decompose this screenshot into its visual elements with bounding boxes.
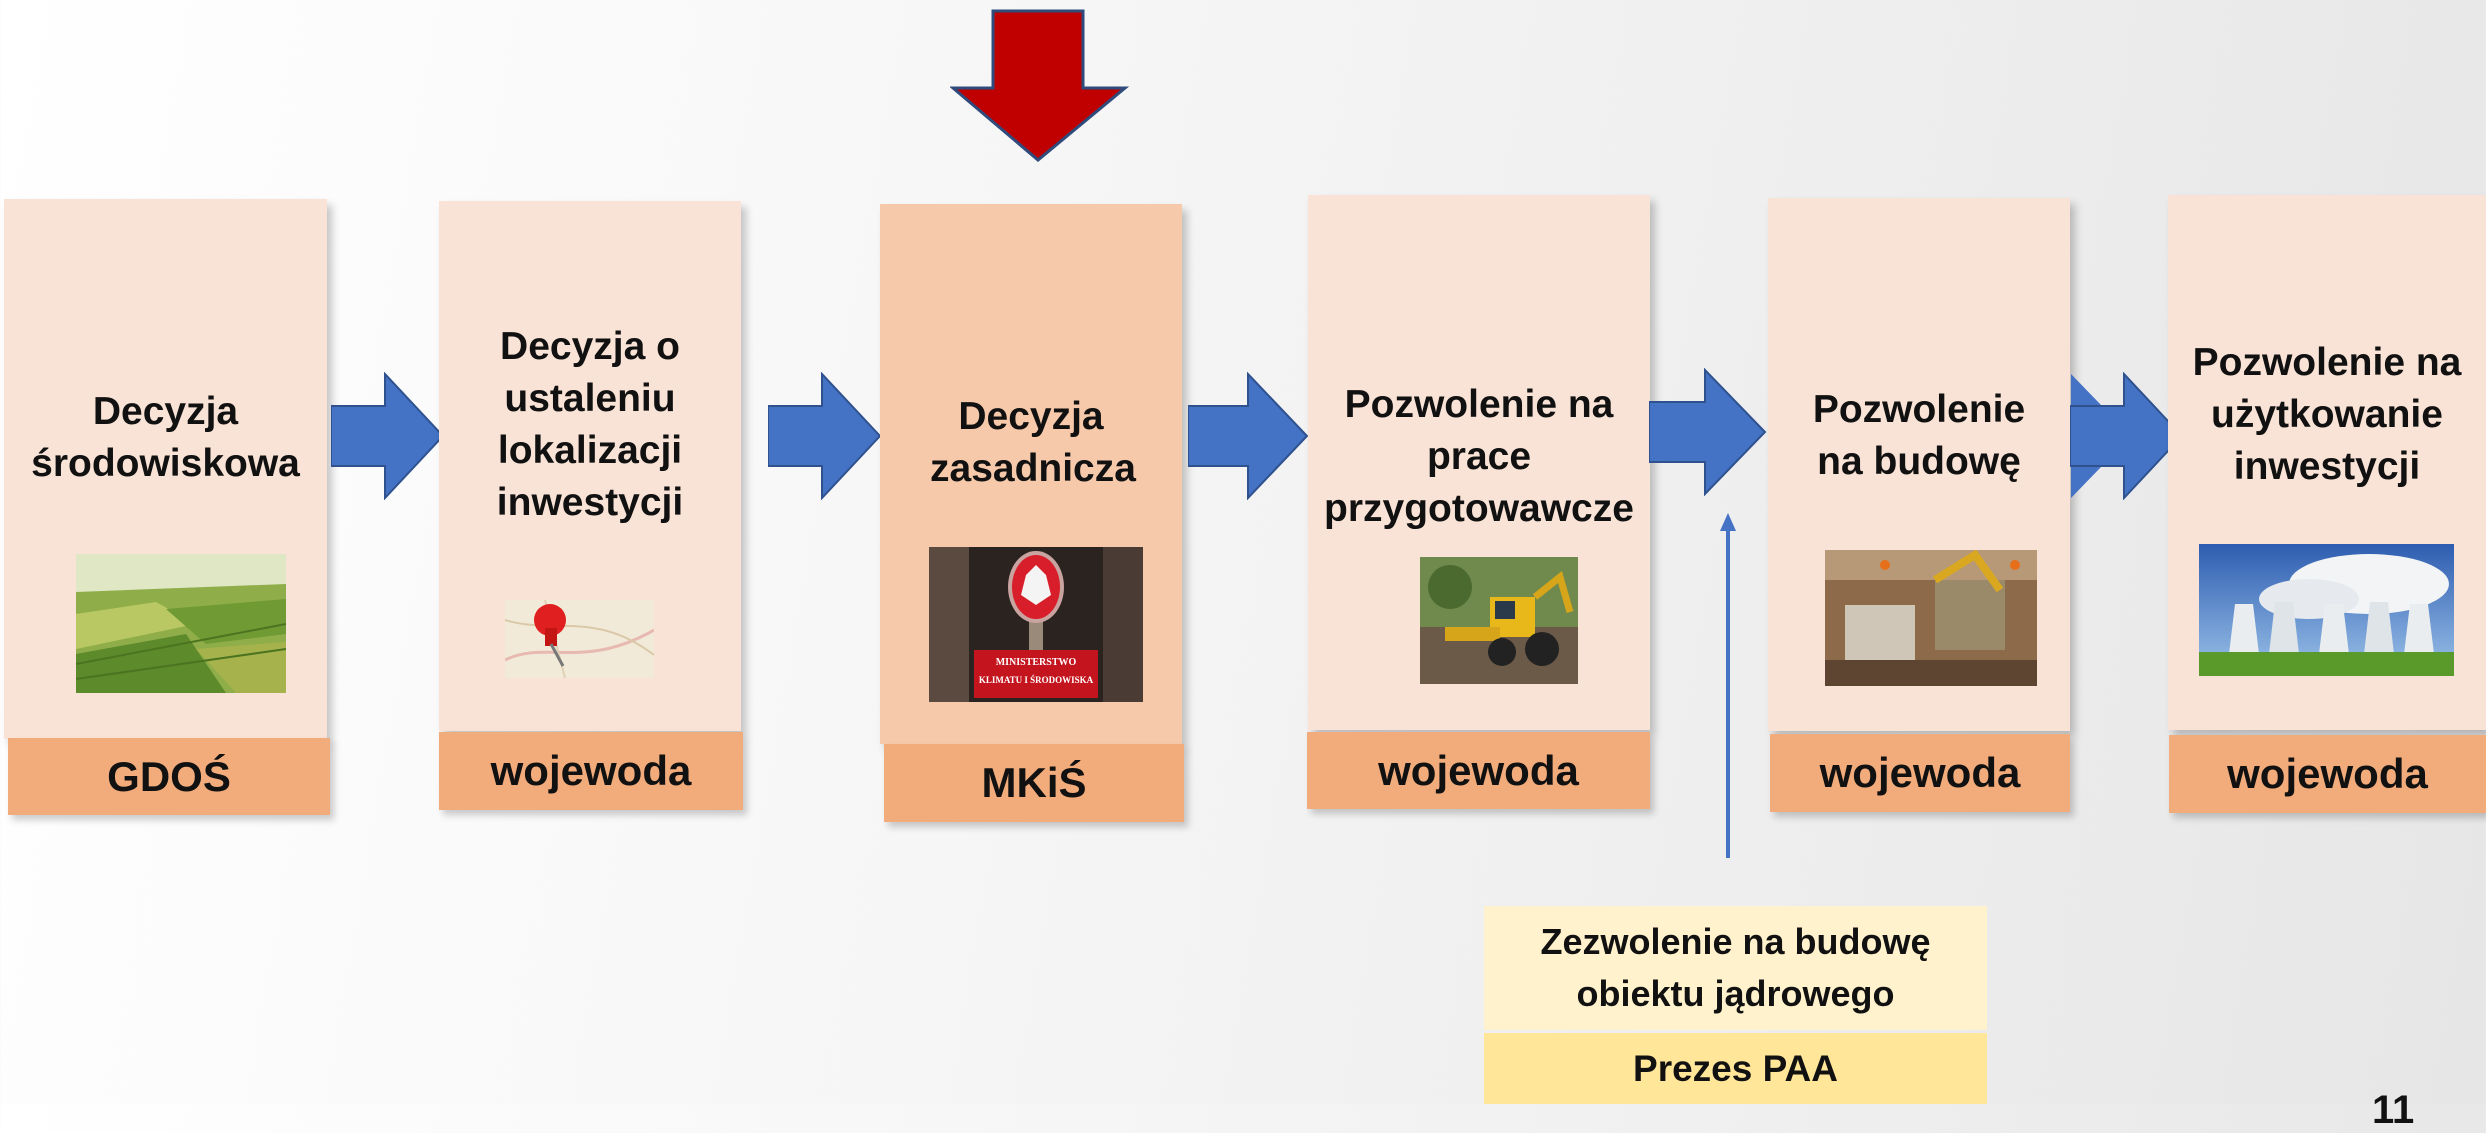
nuclear-permit-authority: Prezes PAA (1484, 1033, 1987, 1104)
nuclear-permit-title: Zezwolenie na budowę obiektu jądrowego (1484, 906, 1987, 1030)
authority-label: wojewoda (2169, 735, 2486, 813)
step-title: Decyzja środowiskowa (31, 390, 300, 485)
flow-arrow (1649, 368, 1767, 496)
step-card-preparatory: Pozwolenie na prace przygotowawcze (1308, 195, 1650, 730)
step-card-construction: Pozwolenie na budowę (1768, 198, 2070, 731)
authority-label: wojewoda (1307, 732, 1650, 809)
step-card-principal: Decyzja zasadnicza MINISTERSTWO KLIMATU … (880, 204, 1182, 744)
authority-label: wojewoda (439, 732, 743, 810)
map-pin-image (505, 600, 654, 678)
ministry-sign-image: MINISTERSTWO KLIMATU I ŚRODOWISKA (929, 547, 1143, 702)
authority-label: GDOŚ (8, 738, 330, 815)
authority-label: MKiŚ (884, 744, 1184, 822)
step-title: Pozwolenie na budowę (1812, 388, 2026, 483)
construction-site-image (1825, 550, 2037, 686)
excavator-image (1420, 557, 1578, 684)
nuclear-permit-title-text: Zezwolenie na budowę obiektu jądrowego (1540, 921, 1931, 1014)
sign-text-line1: MINISTERSTWO (995, 657, 1077, 668)
page-number: 11 (2372, 1088, 2415, 1132)
step-title: Decyzja zasadnicza (930, 395, 1136, 490)
step-title: Pozwolenie na użytkowanie inwestycji (2192, 341, 2462, 488)
sign-text-line2: KLIMATU I ŚRODOWISKA (978, 675, 1094, 685)
flow-arrow (2070, 372, 2184, 500)
step-title: Pozwolenie na prace przygotowawcze (1324, 383, 1634, 530)
flow-arrow (1188, 372, 1309, 500)
step-card-environmental: Decyzja środowiskowa (4, 199, 327, 739)
cooling-towers-image (2199, 544, 2454, 676)
farm-fields-image (76, 554, 286, 693)
flow-arrow (331, 372, 445, 500)
flow-arrow (768, 372, 882, 500)
permit-link-arrow (1720, 513, 1736, 858)
step-card-location: Decyzja o ustaleniu lokalizacji inwestyc… (439, 201, 741, 731)
authority-label: wojewoda (1770, 734, 2070, 812)
step-title: Decyzja o ustaleniu lokalizacji inwestyc… (496, 325, 684, 524)
step-card-usage: Pozwolenie na użytkowanie inwestycji (2168, 195, 2486, 730)
focus-down-arrow (950, 9, 1130, 162)
